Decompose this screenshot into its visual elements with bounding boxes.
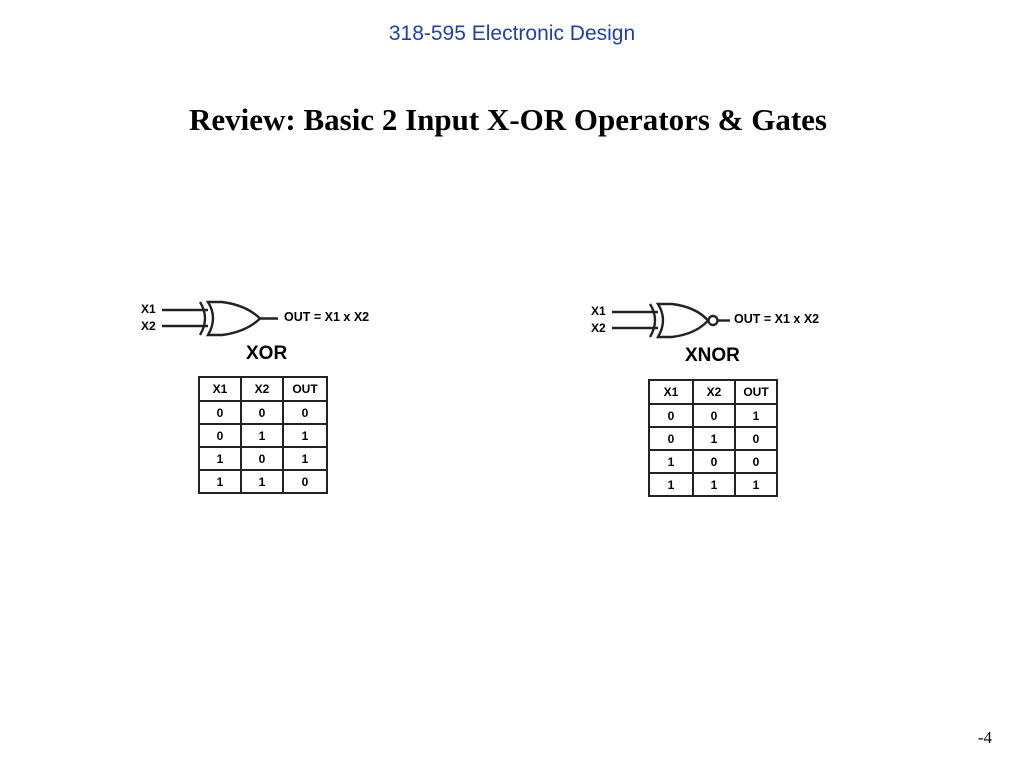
xor-gate-block: X1 X2 OUT = X1 x X2 XOR X1 X2 OUT 0 0 0 … xyxy=(138,292,398,512)
slide-title: Review: Basic 2 Input X-OR Operators & G… xyxy=(188,102,827,137)
xnor-truth-table: X1 X2 OUT 0 0 1 0 1 0 1 0 0 1 xyxy=(648,379,778,497)
xnor-body xyxy=(655,302,710,339)
table-cell: 1 xyxy=(692,472,736,497)
xnor-inversion-bubble xyxy=(707,314,719,327)
table-cell: 1 xyxy=(648,449,694,474)
table-cell: 0 xyxy=(282,469,328,494)
column-header: X1 xyxy=(198,376,242,402)
column-header: OUT xyxy=(734,379,778,405)
table-header-row: X1 X2 OUT xyxy=(198,376,328,402)
xor-truth-table: X1 X2 OUT 0 0 0 0 1 1 1 0 1 1 xyxy=(198,376,328,494)
table-cell: 0 xyxy=(692,449,736,474)
table-cell: 0 xyxy=(240,446,284,471)
xor-gate-name: XOR xyxy=(246,343,288,364)
table-cell: 1 xyxy=(282,423,328,448)
xor-output-label: OUT = X1 x X2 xyxy=(284,310,370,324)
xnor-output-label: OUT = X1 x X2 xyxy=(734,312,820,326)
table-cell: 1 xyxy=(282,446,328,471)
table-row: 1 1 1 xyxy=(648,472,778,497)
xnor-extra-arc xyxy=(648,303,657,338)
table-cell: 1 xyxy=(692,426,736,451)
column-header: OUT xyxy=(282,376,328,402)
table-row: 1 1 0 xyxy=(198,469,328,494)
table-row: 0 1 1 xyxy=(198,423,328,448)
table-cell: 1 xyxy=(198,469,242,494)
table-row: 1 0 1 xyxy=(198,446,328,471)
table-cell: 0 xyxy=(240,400,284,425)
table-cell: 1 xyxy=(240,423,284,448)
table-header-row: X1 X2 OUT xyxy=(648,379,778,405)
table-cell: 0 xyxy=(734,449,778,474)
column-header: X1 xyxy=(648,379,694,405)
xnor-gate-name: XNOR xyxy=(685,345,740,366)
table-cell: 0 xyxy=(282,400,328,425)
xor-input2-label: X2 xyxy=(141,319,156,333)
table-cell: 0 xyxy=(648,403,694,428)
table-row: 0 1 0 xyxy=(648,426,778,451)
xor-input1-label: X1 xyxy=(141,302,156,316)
table-cell: 1 xyxy=(198,446,242,471)
column-header: X2 xyxy=(240,376,284,402)
table-row: 0 0 0 xyxy=(198,400,328,425)
page-number: -4 xyxy=(977,728,992,747)
column-header: X2 xyxy=(692,379,736,405)
xnor-input2-label: X2 xyxy=(591,321,606,335)
table-cell: 0 xyxy=(198,400,242,425)
xor-extra-arc xyxy=(198,301,207,336)
table-cell: 0 xyxy=(648,426,694,451)
table-cell: 1 xyxy=(734,403,778,428)
xor-body xyxy=(205,300,262,337)
xnor-gate-symbol xyxy=(612,302,730,339)
table-cell: 0 xyxy=(692,403,736,428)
xnor-input1-label: X1 xyxy=(591,304,606,318)
table-row: 0 0 1 xyxy=(648,403,778,428)
table-cell: 1 xyxy=(240,469,284,494)
table-row: 1 0 0 xyxy=(648,449,778,474)
course-header: 318-595 Electronic Design xyxy=(388,22,636,45)
table-cell: 0 xyxy=(734,426,778,451)
xor-gate-symbol xyxy=(162,300,278,337)
table-cell: 0 xyxy=(198,423,242,448)
table-cell: 1 xyxy=(648,472,694,497)
table-cell: 1 xyxy=(734,472,778,497)
xnor-gate-block: X1 X2 OUT = X1 x X2 XNOR X1 X2 OUT 0 0 1… xyxy=(588,294,848,514)
